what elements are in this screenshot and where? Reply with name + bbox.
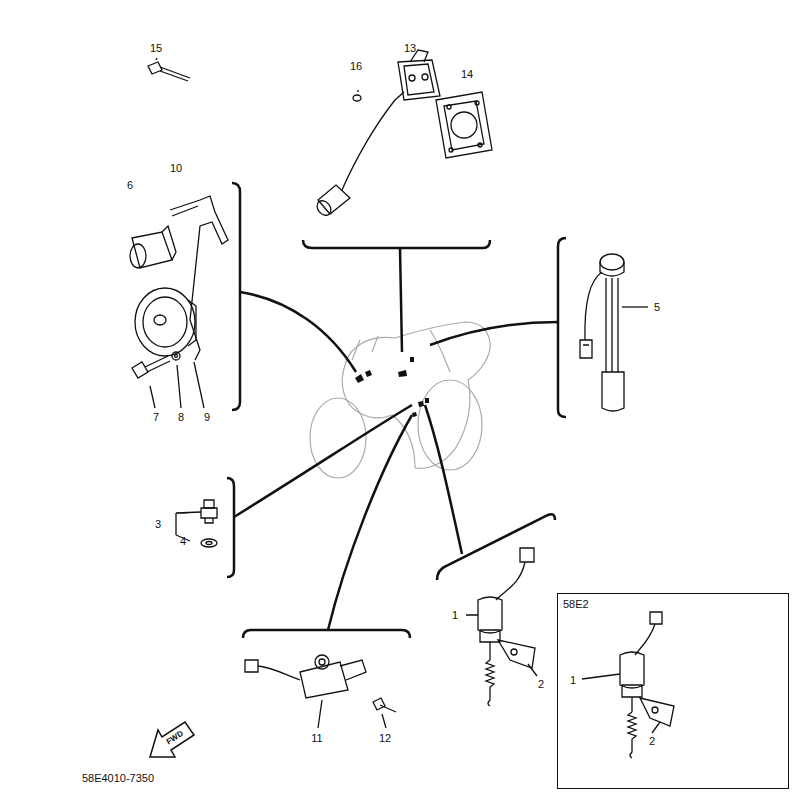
- forward-arrow: [150, 722, 194, 757]
- variant-code: 58E2: [558, 594, 594, 614]
- callout-number: 5: [654, 302, 660, 313]
- callout-number: 13: [404, 43, 416, 54]
- switch-variant: [582, 612, 674, 758]
- callout-number: 9: [204, 412, 210, 423]
- switch: [466, 548, 537, 706]
- thermo-unit: [580, 254, 648, 411]
- callout-number: 14: [461, 69, 473, 80]
- callout-number: 3: [155, 519, 161, 530]
- screw-and-washer: [148, 58, 361, 101]
- callout-number: 6: [127, 180, 133, 191]
- bolt-and-washer: [132, 352, 204, 408]
- callout-number: 11: [311, 733, 322, 744]
- gasket: [436, 92, 492, 158]
- callout-number: 7: [153, 412, 159, 423]
- relay: [130, 226, 176, 268]
- callout-number: 8: [178, 412, 184, 423]
- callout-number: 2: [649, 736, 655, 747]
- callout-number: 1: [570, 675, 576, 686]
- variant-inset-box: 58E2: [557, 593, 789, 789]
- sensor: [176, 500, 217, 547]
- mount-points: [355, 357, 429, 417]
- callout-number: 16: [350, 61, 362, 72]
- callout-number: 4: [180, 536, 186, 547]
- callout-number: 10: [170, 163, 182, 174]
- group-brackets: [227, 183, 566, 638]
- fuel-sender: [314, 50, 440, 218]
- callout-number: 2: [538, 679, 544, 690]
- callout-number: 12: [379, 733, 391, 744]
- horn: [135, 288, 196, 356]
- callout-number: 15: [150, 43, 162, 54]
- horn-bracket: [170, 196, 228, 360]
- side-stand-switch: [245, 655, 396, 728]
- drawing-number: 58E4010-7350: [82, 773, 154, 784]
- callout-number: 1: [452, 610, 458, 621]
